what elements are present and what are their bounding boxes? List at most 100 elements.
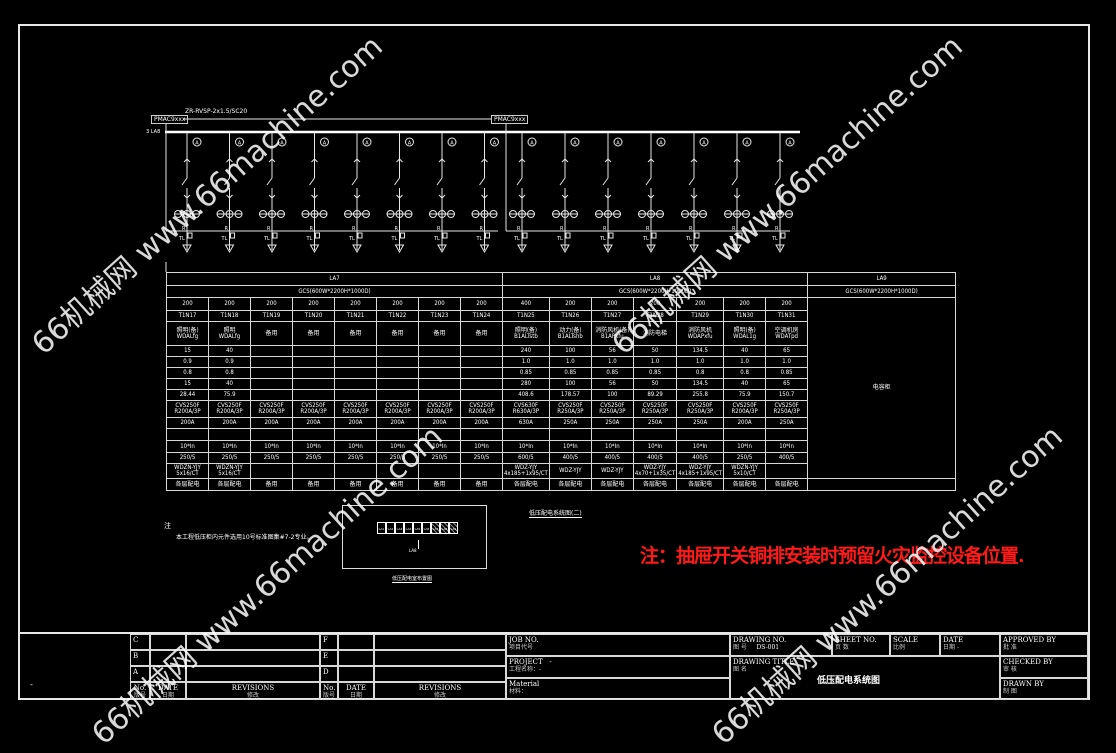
disconnect-contact-icon [776,194,784,199]
table-cell: 100 [548,345,592,357]
outgoing-arrow-icon [646,244,656,254]
terminal-icon [230,232,235,239]
rev-header-no: No.版号 [130,682,150,700]
table-cell: 0.8 [208,367,251,379]
table-cell: 65 [765,345,809,357]
table-cell: T1N19 [250,310,293,322]
table-cell: 各层配电 [590,478,634,491]
table-cell [250,389,293,401]
table-cell: 28.44 [166,389,209,401]
disconnect-contact-icon [604,194,612,199]
table-cell: 200 [418,297,461,311]
table-row [166,428,956,441]
table-cell: 各层配电 [208,478,251,491]
table-cell [676,428,725,441]
table-cell [376,345,419,357]
table-cell [166,428,209,441]
table-cell [418,345,461,357]
breaker-switch-icon [516,177,523,186]
disconnect-contact-icon [438,194,446,199]
disconnect-contact-icon [353,194,361,199]
breaker-switch-icon [688,177,695,186]
table-cell: 200A [208,417,251,429]
table-cell [334,389,377,401]
disconnect-contact-icon [226,158,233,163]
table-cell: 10*In [632,440,678,453]
table-cell: 0.8 [676,367,725,379]
disconnect-contact-icon [518,158,526,163]
table-cell: T1N26 [548,310,592,322]
rev-letter: C [130,634,150,650]
sheet-no-cell: SHEET NO.页 数 [832,634,890,656]
disconnect-contact-icon [396,158,403,163]
tl-label: TL [642,236,649,242]
table-cell: 40 [208,378,251,390]
tl-label: TL [599,236,606,242]
table-cell [418,356,461,368]
layout-cell: LA3 [395,522,404,534]
layout-cell: LA5 [413,522,422,534]
table-cell: 200 [166,297,209,311]
table-cell: 200A [460,417,503,429]
breaker-switch-icon [559,177,566,186]
table-cell [292,378,335,390]
outgoing-arrow-icon [437,244,447,254]
table-cell: 动力(备) B1ALTshb [548,321,592,346]
ammeter-label: A [408,141,412,147]
table-cell: 134.5 [676,378,725,390]
red-note: 注：抽屉开关铜排安装时预留火灾监控设备位置. [640,545,1025,567]
rev-header-no: No.版号 [320,682,338,700]
table-cell: CVS250F R250A/3P [765,400,809,418]
outgoing-arrow-icon [267,244,277,254]
table-cell [334,367,377,379]
rev-date [150,666,186,682]
table-cell [460,378,503,390]
ammeter-label: A [788,141,792,147]
table-cell: 250A [632,417,678,429]
ammeter-label: A [702,141,706,147]
table-cell: 10*In [590,440,634,453]
ammeter-label: A [195,141,199,147]
table-cell: CVS250F R250A/3P [590,400,634,418]
table-cell: 200A [250,417,293,429]
tl-label: TL [306,236,313,242]
table-cell: 200 [250,297,293,311]
table-cell: 照明(备) WDAL1g [723,321,767,346]
table-cell [250,378,293,390]
table-cell [292,367,335,379]
r-label: R [560,226,564,232]
table-cell: 40 [723,345,767,357]
ammeter-icon [699,137,709,147]
table-cell: 备用 [376,478,419,491]
outgoing-arrow-icon [224,244,235,254]
table-cell: 200A [723,417,767,429]
outgoing-arrow-icon [309,244,320,254]
breaker-switch-icon [731,177,738,186]
table-cell: 1.0 [765,356,809,368]
layout-cell: LA1 [377,522,386,534]
project-cell: PROJECT -工程名称：- [506,656,730,678]
table-cell: 10*In [765,440,809,453]
table-cell: WDZ-YJY 4x185+1x95/CT [676,463,725,479]
table-cell [632,428,678,441]
disconnect-contact-icon [561,158,569,163]
rev-desc [186,650,320,666]
table-cell [334,356,377,368]
ammeter-label: A [365,141,369,147]
table-cell: 56 [590,378,634,390]
breaker-switch-icon [224,177,230,186]
r-label: R [310,226,314,232]
table-cell [765,428,809,441]
terminal-icon [694,232,700,239]
table-cell: 备用 [376,321,419,346]
tl-label: TL [685,236,692,242]
tl-label: TL [513,236,520,242]
